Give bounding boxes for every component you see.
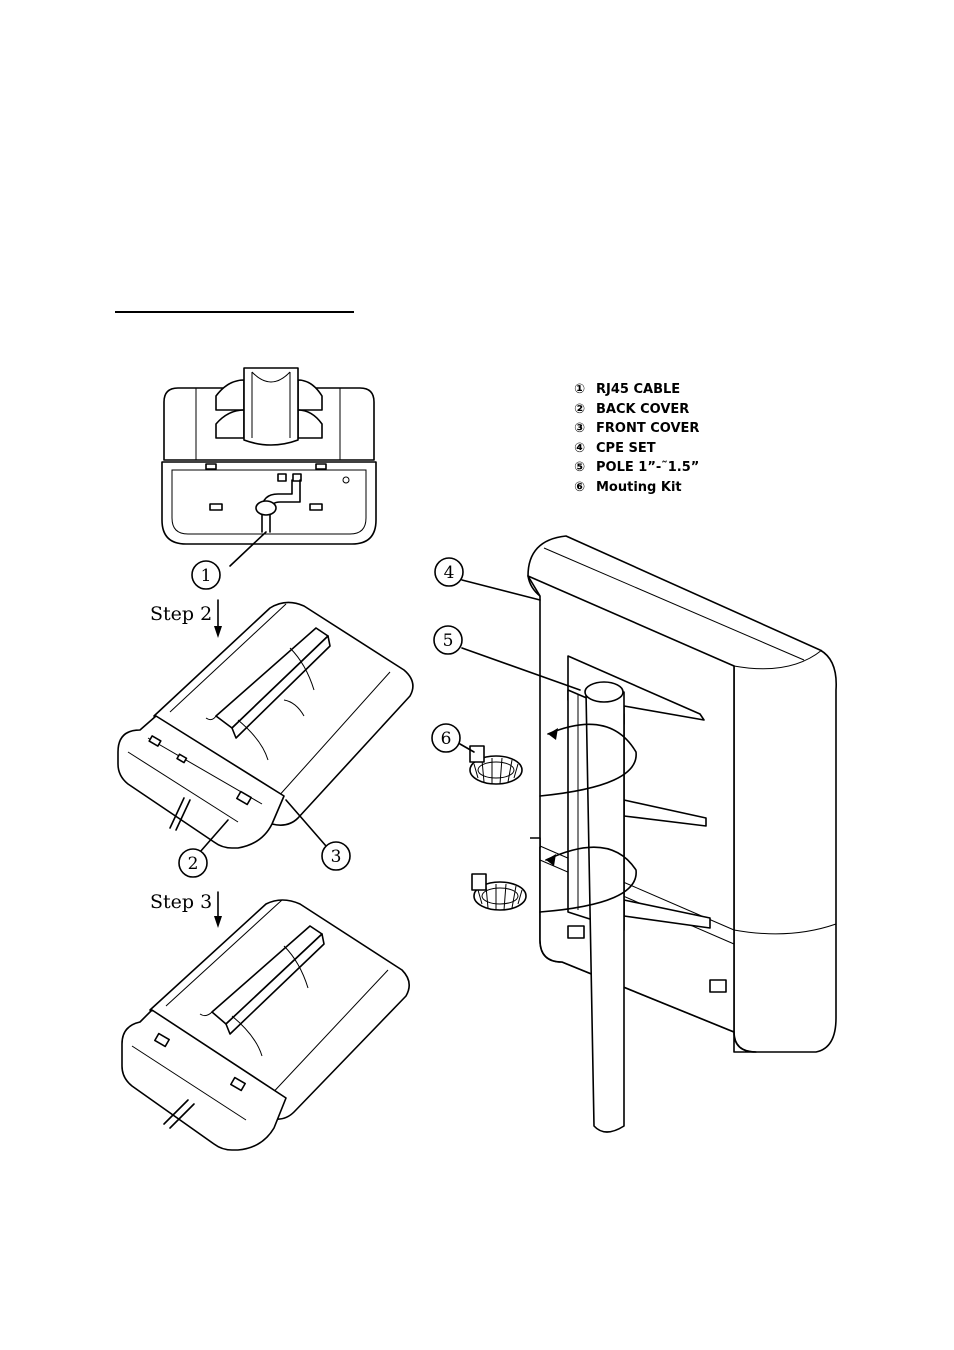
legend-number: ⑥ (574, 479, 586, 495)
legend-label: CPE SET (596, 440, 656, 456)
legend-number: ③ (574, 421, 586, 437)
callout-3-label: 3 (331, 847, 342, 867)
pole-mount-view (459, 535, 837, 1133)
callout-2-label: 2 (188, 854, 199, 874)
legend-item: ① RJ45 CABLE (574, 380, 699, 400)
legend-label: Mouting Kit (596, 479, 682, 495)
legend-item: ④ CPE SET (574, 439, 699, 459)
legend-number: ⑤ (574, 460, 586, 476)
step-2-label: Step 2 (150, 603, 213, 625)
legend-item: ⑤ POLE 1”-˜1.5” (574, 458, 699, 478)
callout-4: 4 (434, 557, 464, 587)
step1-unit-open-view (161, 367, 377, 567)
callout-6: 6 (431, 723, 461, 753)
step-3-label: Step 3 (150, 891, 213, 913)
parts-legend: ① RJ45 CABLE ② BACK COVER ③ FRONT COVER ④ CP… (574, 380, 699, 498)
legend-item: ③ FRONT COVER (574, 419, 699, 439)
callout-6-label: 6 (441, 729, 452, 749)
callout-3: 3 (321, 841, 351, 871)
legend-number: ② (574, 401, 586, 417)
legend-item: ② BACK COVER (574, 400, 699, 420)
callout-5: 5 (433, 625, 463, 655)
legend-number: ④ (574, 440, 586, 456)
callout-2: 2 (178, 848, 208, 878)
hose-clamp-top (469, 745, 523, 785)
callout-1: 1 (191, 560, 221, 590)
step2-unit-assembly (117, 599, 414, 853)
legend-number: ① (574, 382, 586, 397)
hose-clamp-bottom (471, 873, 527, 911)
callout-5-label: 5 (443, 631, 454, 651)
step3-unit-assembled (121, 891, 410, 1151)
legend-label: POLE 1”-˜1.5” (596, 460, 700, 476)
legend-label: BACK COVER (596, 401, 690, 417)
legend-label: FRONT COVER (596, 421, 700, 437)
legend-item: ⑥ Mouting Kit (574, 478, 699, 498)
callout-1-label: 1 (201, 566, 212, 586)
section-heading-underline (115, 311, 354, 313)
legend-label: RJ45 CABLE (596, 382, 681, 397)
callout-4-label: 4 (444, 563, 455, 583)
